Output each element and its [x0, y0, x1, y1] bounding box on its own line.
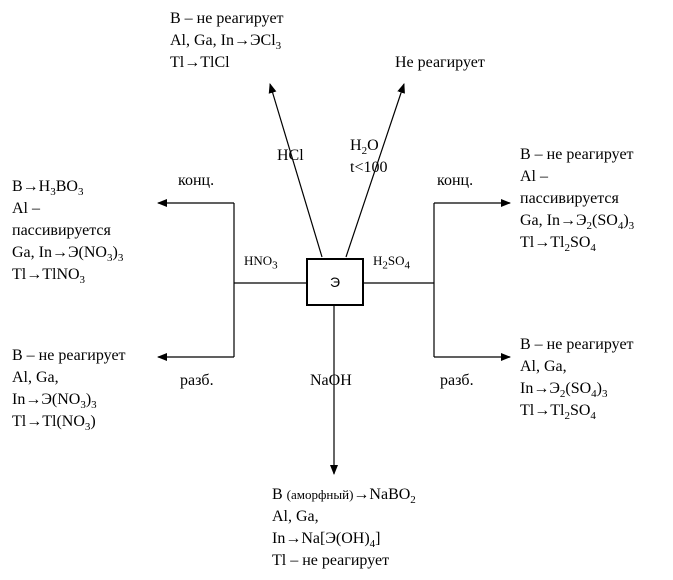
- naoh-line-1: B (аморфный)→NaBO2: [272, 486, 416, 507]
- hcl-line-1: B – не реагирует: [170, 10, 284, 27]
- hno3-dil-line-1: B – не реагирует: [12, 347, 126, 364]
- hno3-conc-line-4: Ga, In→Э(NO3)3: [12, 244, 124, 265]
- hno3-conc-line-5: Tl→TlNO3: [12, 266, 86, 287]
- naoh-label: NaOH: [310, 372, 352, 389]
- left-dil-label: разб.: [180, 372, 214, 389]
- h2o-line-1: Не реагирует: [395, 54, 485, 71]
- hno3-conc-line-1: B→H3BO3: [12, 178, 84, 199]
- hno3-conc-line-2: Al –: [12, 200, 40, 217]
- h2so4-conc-line-2: Al –: [520, 168, 548, 185]
- h2o-arrow: [345, 83, 405, 258]
- right-conc-label: конц.: [437, 172, 474, 189]
- hno3-dil-line-2: Al, Ga,: [12, 369, 59, 386]
- element-box: Э: [306, 258, 364, 306]
- element-symbol: Э: [329, 274, 341, 290]
- naoh-line-3: In→Na[Э(OH)4]: [272, 530, 381, 551]
- hno3-dil-line-3: In→Э(NO3)3: [12, 391, 97, 412]
- naoh-line-4: Tl – не реагирует: [272, 552, 390, 569]
- h2so4-dil-result: B – не реагирует Al, Ga, In→Э2(SO4)3 Tl→…: [520, 334, 634, 422]
- h2o-result: Не реагирует: [395, 52, 485, 74]
- hno3-dil-line-4: Tl→Tl(NO3): [12, 413, 96, 434]
- naoh-line-2: Al, Ga,: [272, 508, 319, 525]
- h2o-temp: t<100: [350, 159, 388, 176]
- hcl-line-2: Al, Ga, In→ЭCl3: [170, 32, 282, 53]
- h2o-label: H2O t<100: [350, 135, 387, 179]
- h2so4-conc-line-1: B – не реагирует: [520, 146, 634, 163]
- hcl-label: HCl: [277, 147, 304, 164]
- h2so4-conc-line-5: Tl→Tl2SO4: [520, 234, 596, 255]
- h2so4-conc-line-4: Ga, In→Э2(SO4)3: [520, 212, 635, 233]
- hcl-result: B – не реагирует Al, Ga, In→ЭCl3 Tl→TlCl: [170, 8, 284, 74]
- hno3-conc-line-3: пассивируется: [12, 222, 111, 239]
- left-conc-label: конц.: [178, 172, 215, 189]
- right-dil-label: разб.: [440, 372, 474, 389]
- h2so4-dil-line-4: Tl→Tl2SO4: [520, 402, 596, 423]
- hcl-line-3: Tl→TlCl: [170, 54, 230, 71]
- hno3-dil-result: B – не реагирует Al, Ga, In→Э(NO3)3 Tl→T…: [12, 345, 126, 433]
- hcl-arrow: [268, 83, 323, 258]
- h2so4-dil-line-2: Al, Ga,: [520, 358, 567, 375]
- h2so4-conc-line-3: пассивируется: [520, 190, 619, 207]
- h2so4-conc-result: B – не реагирует Al – пассивируется Ga, …: [520, 144, 634, 254]
- hno3-conc-result: B→H3BO3 Al – пассивируется Ga, In→Э(NO3)…: [12, 176, 123, 286]
- hno3-label: HNO3: [244, 253, 278, 272]
- h2so4-dil-line-1: B – не реагирует: [520, 336, 634, 353]
- h2so4-label: H2SO4: [373, 253, 411, 272]
- naoh-result: B (аморфный)→NaBO2 Al, Ga, In→Na[Э(OH)4]…: [272, 484, 416, 572]
- h2so4-dil-line-3: In→Э2(SO4)3: [520, 380, 608, 401]
